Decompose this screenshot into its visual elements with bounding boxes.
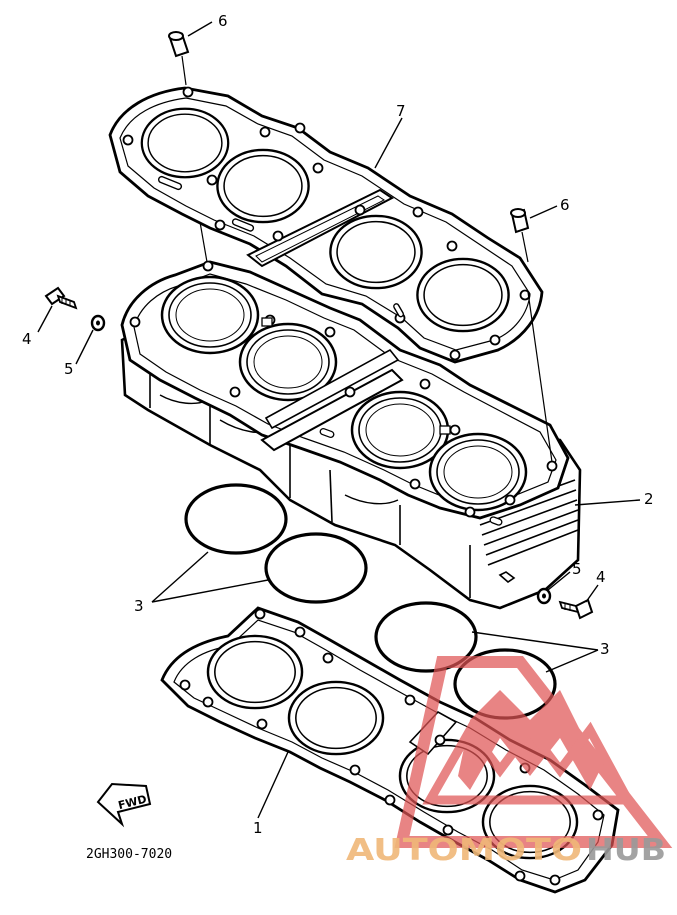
dowel-guide-line — [527, 291, 553, 463]
callout-6-right: 6 — [560, 196, 570, 214]
watermark-text-b: HUB — [586, 833, 666, 868]
callout-2: 2 — [644, 490, 654, 508]
washer-right — [536, 587, 552, 605]
callout-4-right: 4 — [596, 568, 606, 586]
callout-4-left: 4 — [22, 330, 32, 348]
block-side-stud — [498, 571, 516, 584]
callout-3-right: 3 — [600, 640, 610, 658]
washer-left — [90, 314, 106, 332]
callout-5-right: 5 — [572, 560, 582, 578]
head-gasket — [108, 86, 544, 364]
callout-7: 7 — [396, 102, 406, 120]
bolt-right — [558, 598, 594, 620]
dowel-pin-right — [510, 208, 530, 263]
callout-6-top: 6 — [218, 12, 228, 30]
callout-5-left: 5 — [64, 360, 74, 378]
leader-lines — [37, 21, 641, 819]
cylinder-block — [120, 260, 582, 610]
dowel-pin-top — [168, 31, 190, 86]
bolt-left — [44, 286, 78, 310]
part-code: 2GH300-7020 — [86, 847, 172, 862]
fwd-arrow-icon: FWD — [96, 782, 152, 828]
watermark-logo — [394, 656, 673, 848]
watermark-text-a: AUTOMOTO — [346, 833, 582, 868]
callout-1: 1 — [253, 819, 263, 837]
o-ring-set-left — [184, 483, 368, 604]
dowel-guide-line — [199, 221, 208, 263]
callout-3-left: 3 — [134, 597, 144, 615]
